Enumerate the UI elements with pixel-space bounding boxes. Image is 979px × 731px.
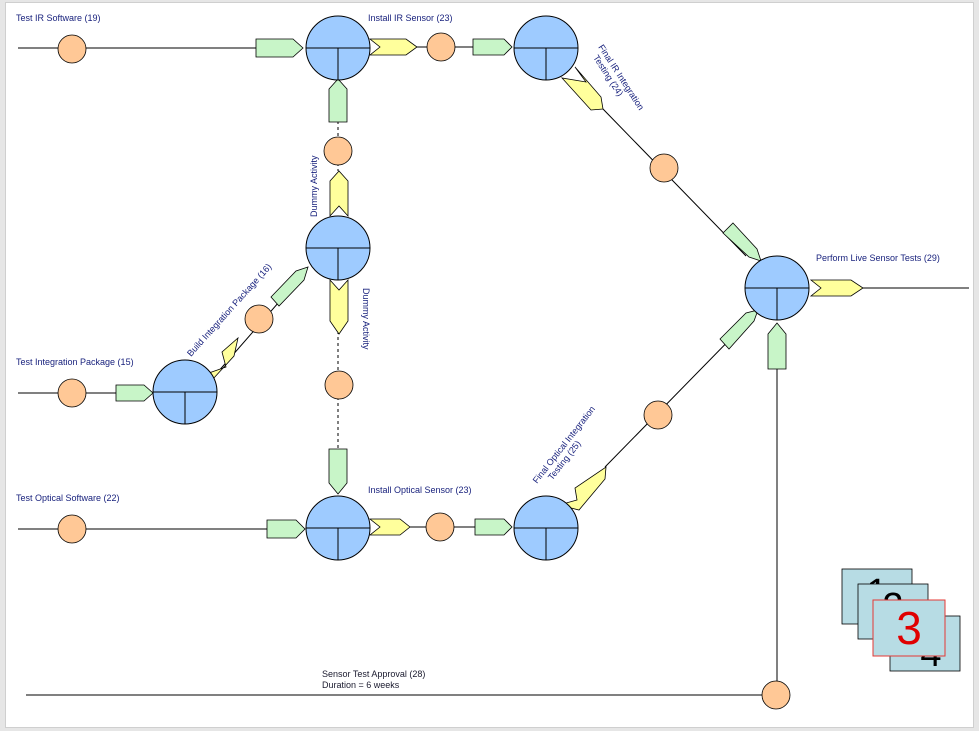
outbound-arrow	[329, 278, 349, 335]
event-circle[interactable]	[57, 378, 87, 408]
event-circle[interactable]	[649, 153, 679, 183]
label-test-ir-software: Test IR Software (19)	[16, 13, 101, 23]
inbound-arrow	[115, 384, 154, 402]
event-circle[interactable]	[324, 370, 354, 400]
outbound-arrow	[368, 38, 418, 56]
link-final-optical	[604, 322, 747, 468]
node-install-ir-sensor[interactable]	[305, 15, 371, 81]
node-final-ir-testing[interactable]	[513, 15, 579, 81]
diagram-canvas: Test IR Software (19) Install IR Sensor …	[5, 2, 974, 728]
inbound-arrow	[719, 309, 759, 350]
outbound-arrow	[809, 279, 864, 297]
link-final-ir	[602, 108, 747, 257]
inbound-arrow	[472, 38, 513, 56]
network-diagram: Test IR Software (19) Install IR Sensor …	[16, 13, 969, 710]
label-perform-live-tests: Perform Live Sensor Tests (29)	[816, 253, 940, 263]
inbound-arrow	[270, 266, 309, 307]
node-build-integration-package[interactable]	[152, 359, 218, 425]
inbound-arrow	[255, 38, 304, 58]
node-integration-hub[interactable]	[305, 215, 371, 281]
event-circle[interactable]	[244, 304, 274, 334]
label-install-optical-sensor: Install Optical Sensor (23)	[368, 485, 472, 495]
inbound-arrow	[266, 519, 306, 539]
outbound-arrow	[557, 466, 607, 511]
page-navigator-icon[interactable]: 1 2 4 3	[841, 568, 961, 675]
arrow-connectors	[115, 38, 864, 539]
outbound-arrow	[368, 518, 411, 536]
inbound-arrow	[328, 448, 348, 495]
inbound-arrow	[767, 322, 787, 370]
diagram-labels: Test IR Software (19) Install IR Sensor …	[16, 13, 940, 690]
inbound-arrow	[328, 78, 348, 123]
label-duration: Duration = 6 weeks	[322, 680, 400, 690]
event-circle[interactable]	[57, 34, 87, 64]
page-digit-current: 3	[896, 602, 922, 654]
event-circle[interactable]	[425, 512, 455, 542]
node-perform-live-tests[interactable]	[744, 255, 810, 321]
label-install-ir-sensor: Install IR Sensor (23)	[368, 13, 453, 23]
label-final-optical-line1: Final Optical Integration	[531, 404, 597, 485]
activity-nodes	[152, 15, 810, 561]
node-install-optical-sensor[interactable]	[305, 495, 371, 561]
outbound-arrow	[560, 66, 604, 111]
label-test-integration-package: Test Integration Package (15)	[16, 357, 134, 367]
page-card-front: 3	[872, 599, 946, 657]
event-circle[interactable]	[426, 32, 456, 62]
event-circle[interactable]	[323, 136, 353, 166]
event-nodes	[57, 32, 791, 710]
event-circle[interactable]	[761, 680, 791, 710]
event-circle[interactable]	[643, 400, 673, 430]
outbound-arrow	[329, 170, 349, 218]
label-sensor-test-approval: Sensor Test Approval (28)	[322, 669, 425, 679]
inbound-arrow	[474, 518, 513, 536]
node-final-optical-testing[interactable]	[513, 495, 579, 561]
event-circle[interactable]	[57, 514, 87, 544]
inbound-arrow	[722, 222, 762, 262]
label-test-optical-software: Test Optical Software (22)	[16, 493, 120, 503]
label-dummy-activity-lower: Dummy Activity	[361, 288, 371, 350]
label-dummy-activity-upper: Dummy Activity	[309, 155, 319, 217]
